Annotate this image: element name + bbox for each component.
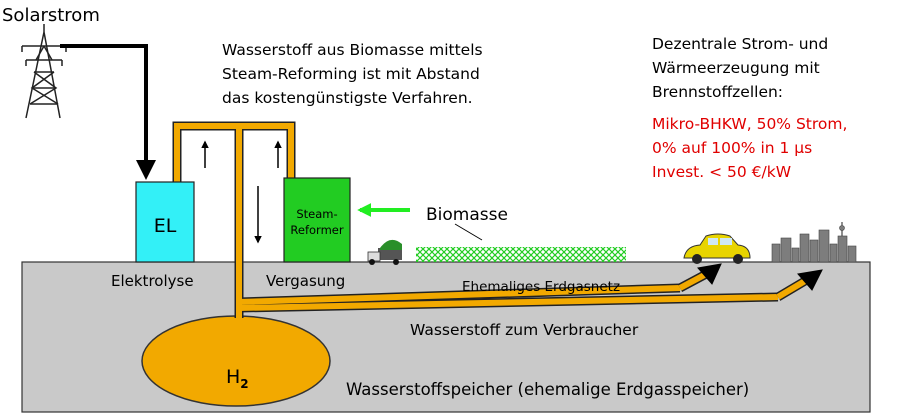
harvester-icon bbox=[367, 239, 402, 265]
intro-line-2: Steam-Reforming ist mit Abstand bbox=[222, 65, 480, 83]
pipe-network bbox=[172, 121, 823, 318]
steam-reformer-label-line1: Steam- bbox=[296, 207, 337, 221]
biomass-field bbox=[416, 247, 626, 262]
intro-line-3: das kostengünstigste Verfahren. bbox=[222, 89, 473, 107]
solar-power-line bbox=[60, 44, 156, 180]
gas-grid-label: Ehemaliges Erdgasnetz bbox=[462, 279, 620, 295]
fuel-cell-text: Dezentrale Strom- und Wärmeerzeugung mit… bbox=[652, 35, 847, 181]
vergasung-label: Vergasung bbox=[266, 272, 345, 290]
h2-label-main: H bbox=[226, 366, 240, 388]
biomass-label: Biomasse bbox=[426, 205, 508, 225]
consumer-pipe-label: Wasserstoff zum Verbraucher bbox=[410, 321, 639, 339]
hydrogen-tank bbox=[141, 315, 331, 407]
fuel-cell-line-2: Wärmeerzeugung mit bbox=[652, 59, 820, 77]
intro-text: Wasserstoff aus Biomasse mittels Steam-R… bbox=[222, 41, 483, 107]
car-icon bbox=[683, 233, 751, 264]
h2-label: H2 bbox=[226, 366, 249, 391]
fuel-cell-line-3: Brennstoffzellen: bbox=[652, 83, 783, 101]
electrolyzer-label: EL bbox=[154, 215, 177, 237]
storage-label: Wasserstoffspeicher (ehemalige Erdgasspe… bbox=[346, 380, 749, 399]
solar-power-label: Solarstrom bbox=[2, 5, 100, 26]
fuel-cell-red-line-3: Invest. < 50 €/kW bbox=[652, 163, 791, 181]
fuel-cell-red-line-2: 0% auf 100% in 1 µs bbox=[652, 139, 812, 157]
h2-label-sub: 2 bbox=[240, 377, 248, 391]
biomass-pointer bbox=[454, 223, 483, 241]
steam-reformer-box bbox=[283, 177, 351, 263]
intro-line-1: Wasserstoff aus Biomasse mittels bbox=[222, 41, 483, 59]
power-pylon-icon bbox=[21, 24, 67, 119]
fuel-cell-red-line-1: Mikro-BHKW, 50% Strom, bbox=[652, 115, 847, 133]
city-skyline-icon bbox=[771, 222, 857, 263]
fuel-cell-line-1: Dezentrale Strom- und bbox=[652, 35, 828, 53]
electrolyzer-box bbox=[135, 181, 195, 263]
elektrolyse-label: Elektrolyse bbox=[111, 272, 194, 290]
steam-reformer-label-line2: Reformer bbox=[290, 223, 343, 237]
